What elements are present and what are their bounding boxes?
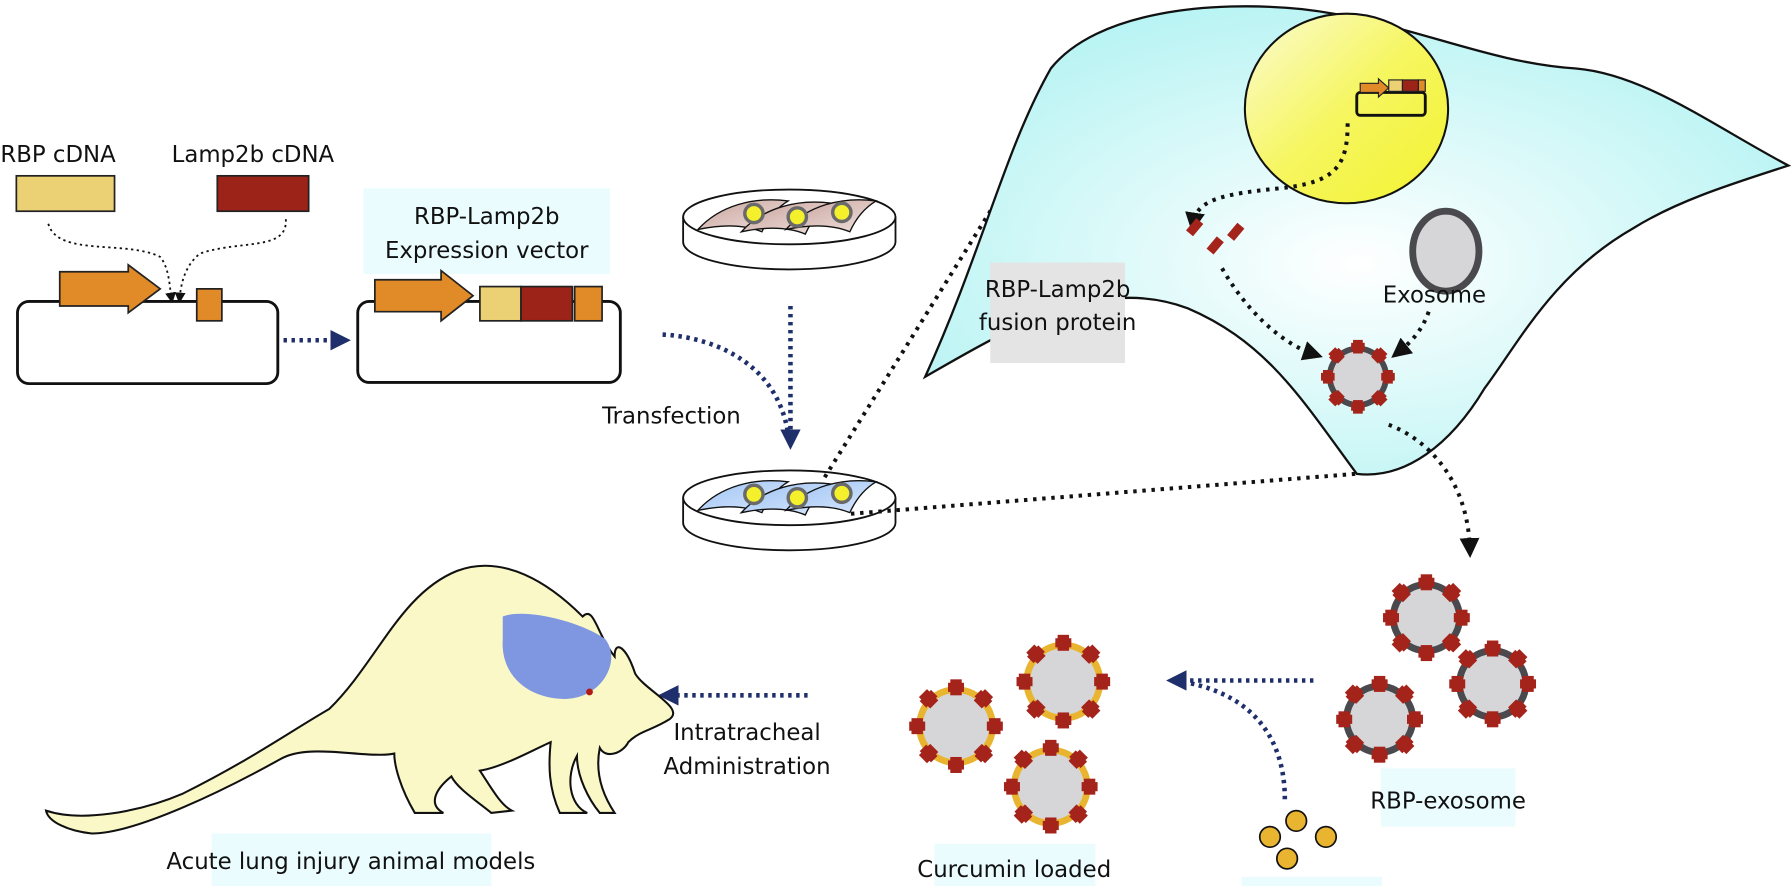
rbp-exosome	[1383, 574, 1470, 661]
mouse-icon	[44, 564, 675, 835]
transfection-vector-arrow	[662, 332, 791, 435]
rbp-cdna-block	[15, 174, 116, 213]
expression-vector: RBP-Lamp2b Expression vector	[356, 188, 622, 384]
curcumin-loaded-exosome	[1004, 740, 1098, 834]
culture-dish-untransfected	[682, 188, 897, 271]
fusion-protein-icon	[1186, 218, 1245, 255]
nuclear-vector-icon	[1355, 77, 1427, 117]
rbp-insert-arrow	[47, 223, 176, 304]
rbp-exosomes	[1336, 574, 1536, 762]
transfected-cell: RBP-Lamp2b fusion protein Exosome	[922, 5, 1791, 476]
expression-vector-label-box	[363, 188, 611, 275]
administration-label-line2: Administration	[664, 754, 831, 780]
rbp-exosome	[1449, 641, 1536, 728]
animal-models-label-box	[211, 833, 492, 886]
expression-vector-label-line1: RBP-Lamp2b	[414, 204, 559, 230]
terminator-block	[195, 288, 223, 322]
lung-icon	[502, 613, 612, 699]
curcumin-loaded-label: Curcumin loaded	[917, 857, 1111, 883]
exosome-to-rbp-arrow	[1391, 311, 1431, 358]
fusion-protein-label-line1: RBP-Lamp2b	[985, 277, 1130, 303]
expression-vector-label-line2: Expression vector	[385, 238, 589, 264]
fusion-protein-label-line2: fusion protein	[979, 310, 1137, 336]
fusion-protein-label-box	[990, 262, 1125, 364]
zoom-line-lower	[850, 470, 1371, 516]
animal-models-label: Acute lung injury animal models	[166, 849, 535, 875]
transfection-label: Transfection	[601, 404, 741, 430]
cdna-inputs: RBP cDNA Lamp2b cDNA	[0, 142, 335, 304]
lamp2b-cdna-label: Lamp2b cDNA	[172, 142, 335, 168]
curcumin-molecules	[1258, 809, 1338, 870]
curcumin-loaded-label-box	[934, 843, 1096, 886]
administration-label-line1: Intratracheal	[673, 720, 820, 746]
curcumin-label-box	[1241, 876, 1382, 886]
culture-dish-transfected	[682, 469, 897, 552]
rbp-cdna-label: RBP cDNA	[0, 142, 116, 168]
nucleus	[1243, 12, 1450, 205]
exosome-icon	[1409, 207, 1483, 295]
promoter-arrow-icon	[58, 263, 162, 315]
rbp-exosome-in-cell	[1321, 340, 1395, 414]
lamp2b-cdna-block	[216, 174, 310, 213]
mouse-eye	[586, 688, 593, 696]
curcumin-loaded-exosome	[909, 679, 1003, 773]
rbp-exosome-label: RBP-exosome	[1370, 788, 1526, 814]
exosome-label: Exosome	[1383, 283, 1486, 309]
rbp-exosome	[1336, 676, 1423, 763]
curcumin-loaded-exosome	[1017, 635, 1111, 729]
curcumin-loading-arrow	[1187, 680, 1288, 800]
rbp-exosome-label-box	[1380, 768, 1516, 827]
lamp2b-insert-arrow	[174, 219, 287, 304]
empty-vector	[16, 263, 280, 386]
curcumin-loaded-exosomes	[909, 635, 1110, 834]
